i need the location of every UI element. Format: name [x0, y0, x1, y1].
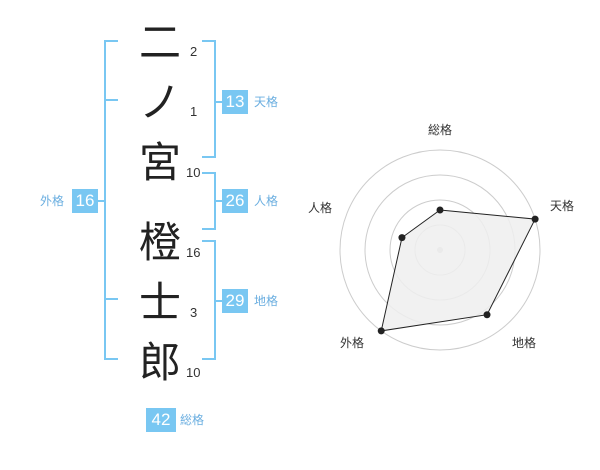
radar-axis-label-1: 総格: [428, 122, 452, 137]
jinkaku-connector: [214, 200, 222, 202]
jinkaku-bracket-bottom: [202, 228, 216, 230]
tenkaku-bracket-bottom: [202, 156, 216, 158]
tenkaku-label: 天格: [254, 95, 279, 109]
radar-point-2: [531, 215, 539, 223]
gaikaku-bracket-top: [104, 40, 118, 42]
chikaku-badge: 29: [222, 289, 248, 313]
chikaku-label: 地格: [254, 294, 279, 308]
radar-axis-label-3: 地格: [512, 335, 536, 350]
kanji-char-6: 郎: [138, 338, 181, 387]
stroke-count-1: 2: [190, 44, 198, 59]
stroke-count-6: 10: [186, 365, 201, 380]
chikaku-connector: [214, 300, 222, 302]
radar-point-1: [436, 206, 444, 214]
kanji-char-3: 宮: [138, 138, 181, 187]
kanji-char-2: ノ: [138, 78, 181, 127]
stroke-count-2: 1: [190, 104, 198, 119]
radar-axis-label-5: 人格: [308, 200, 332, 215]
tenkaku-bracket-vertical: [214, 40, 216, 158]
chikaku-bracket-top: [202, 240, 216, 242]
radar-point-4: [377, 327, 385, 335]
radar-axis-label-4: 外格: [340, 335, 364, 350]
stroke-count-3: 10: [186, 165, 201, 180]
radar-point-5: [398, 234, 406, 242]
stroke-count-4: 16: [186, 245, 201, 260]
radar-ring-4: [339, 149, 541, 351]
gaikaku-bracket-bottom: [104, 358, 118, 360]
jinkaku-badge: 26: [222, 189, 248, 213]
chikaku-bracket-bottom: [202, 358, 216, 360]
radar-point-3: [483, 311, 491, 319]
kanji-char-4: 橙: [138, 218, 181, 267]
gaikaku-badge: 16: [72, 189, 98, 213]
stroke-count-5: 3: [190, 305, 198, 320]
radar-polygon: [380, 209, 536, 332]
tenkaku-connector: [214, 101, 222, 103]
soukaku-label: 総格: [180, 413, 205, 427]
soukaku-badge: 42: [146, 408, 176, 432]
kanji-char-5: 士: [138, 278, 181, 327]
kanji-char-1: 二: [138, 18, 181, 67]
jinkaku-bracket-top: [202, 172, 216, 174]
gaikaku-bracket-mid-1: [104, 99, 118, 101]
gaikaku-bracket-mid-2: [104, 298, 118, 300]
radar-axis-label-2: 天格: [550, 198, 574, 213]
tenkaku-badge: 13: [222, 90, 248, 114]
gaikaku-label: 外格: [40, 194, 65, 208]
jinkaku-label: 人格: [254, 194, 279, 208]
gaikaku-connector: [98, 200, 106, 202]
tenkaku-bracket-top: [202, 40, 216, 42]
